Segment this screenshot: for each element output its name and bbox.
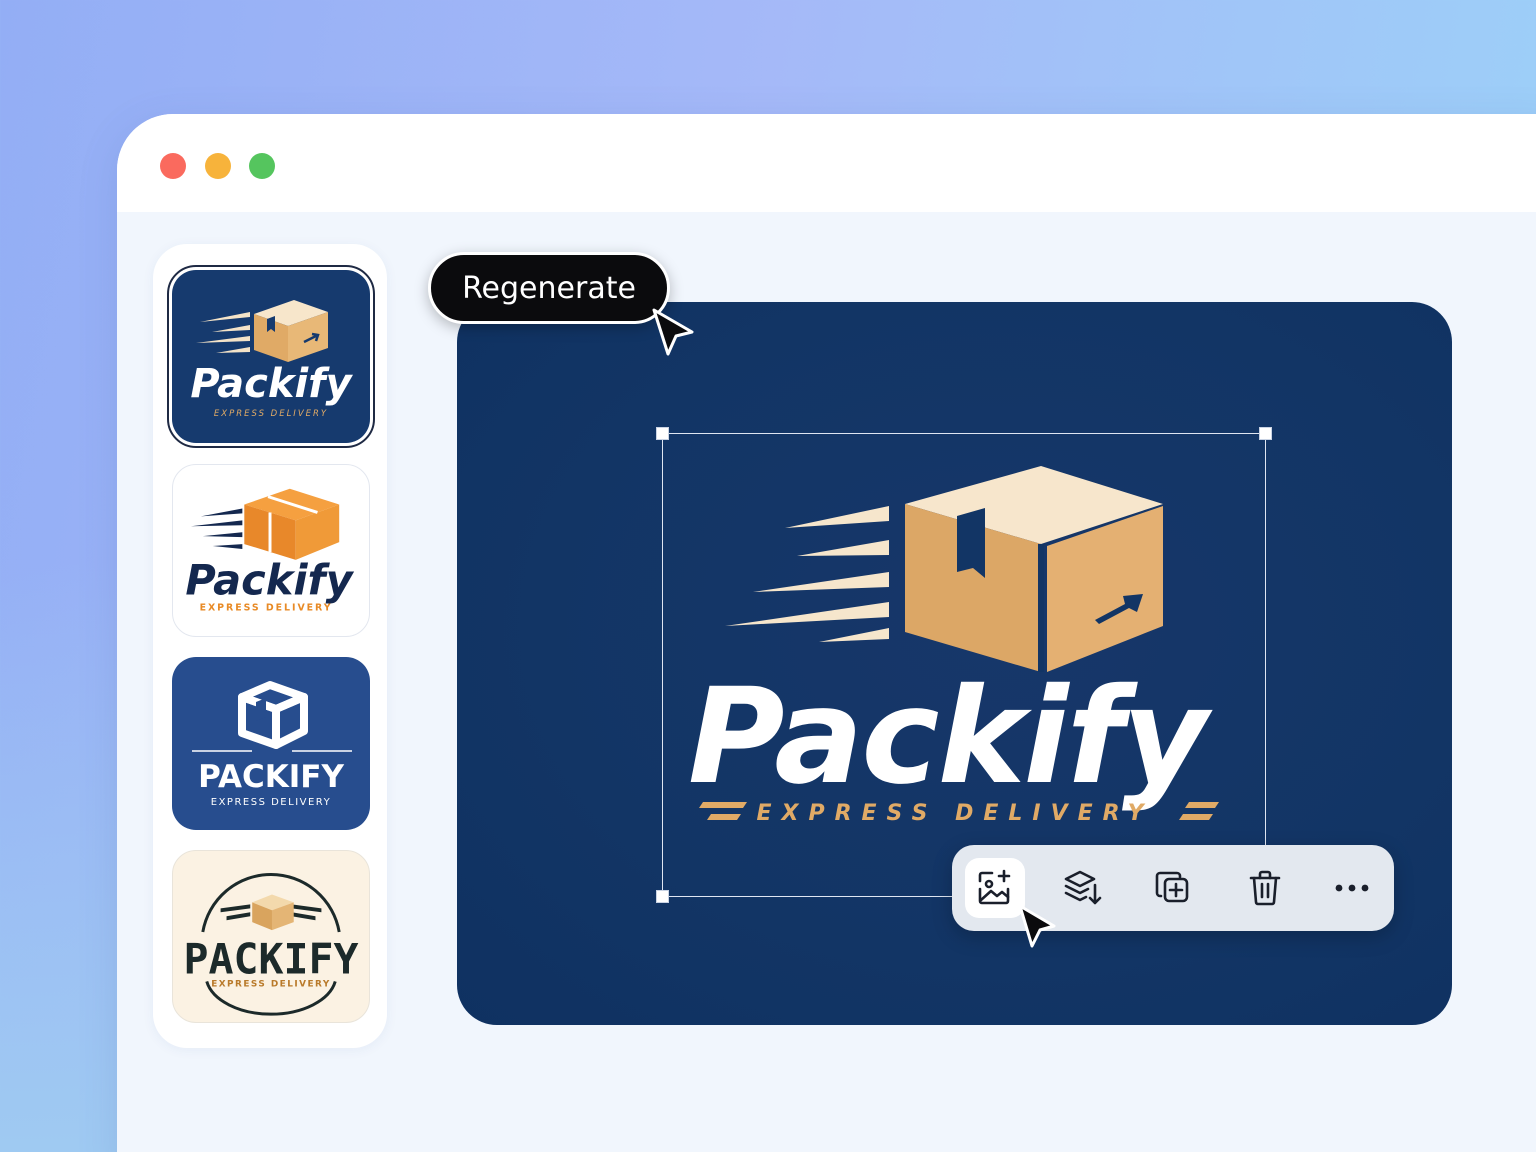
window-close-dot[interactable] (160, 153, 186, 179)
regenerate-button[interactable]: Regenerate (428, 252, 670, 324)
tagline-dashes (699, 802, 1219, 820)
more-icon (1335, 884, 1369, 892)
box-icon (254, 300, 328, 362)
more-options-button[interactable] (1322, 858, 1382, 918)
box-icon (244, 488, 340, 560)
thumb-tagline: EXPRESS DELIVERY (211, 979, 331, 989)
thumb-brand-name: Packify (190, 361, 353, 407)
logo-tagline: EXPRESS DELIVERY (756, 801, 1153, 826)
thumb-brand-name: PACKIFY (198, 759, 344, 795)
emblem-ring (205, 981, 337, 1016)
speed-lines-icon (190, 508, 243, 550)
logo-variation-4[interactable]: PACKIFY EXPRESS DELIVERY (172, 850, 370, 1023)
box-outline-icon (238, 681, 308, 749)
trash-icon (1249, 870, 1281, 906)
logo-variation-3[interactable]: PACKIFY EXPRESS DELIVERY (172, 657, 370, 830)
box-icon (252, 894, 294, 931)
logo-brand-name: Packify (688, 660, 1213, 814)
emblem-ring (201, 873, 341, 933)
delete-button[interactable] (1235, 858, 1295, 918)
logo-variation-1[interactable]: Packify EXPRESS DELIVERY (167, 265, 375, 448)
duplicate-icon (1155, 871, 1189, 903)
floating-toolbar (952, 845, 1394, 931)
wings-icon (220, 904, 322, 921)
speed-lines-icon (725, 506, 889, 642)
speed-lines-icon (196, 312, 250, 353)
window-minimize-dot[interactable] (205, 153, 231, 179)
window-maximize-dot[interactable] (249, 153, 275, 179)
image-add-icon (978, 869, 1011, 905)
image-add-button[interactable] (965, 858, 1025, 918)
thumb-tagline: EXPRESS DELIVERY (214, 409, 328, 419)
duplicate-button[interactable] (1143, 858, 1203, 918)
layers-icon (1064, 870, 1102, 905)
title-bar (117, 114, 1536, 212)
variations-sidebar: Packify EXPRESS DELIVERY Packify EXPRESS… (153, 244, 387, 1048)
thumb-tagline: EXPRESS DELIVERY (211, 797, 331, 808)
thumb-brand-name: PACKIFY (184, 935, 359, 984)
thumb-tagline: EXPRESS DELIVERY (200, 602, 333, 613)
layers-button[interactable] (1053, 858, 1113, 918)
thumb-brand-name: Packify (185, 555, 354, 604)
box-icon (905, 466, 1163, 672)
logo-variation-2[interactable]: Packify EXPRESS DELIVERY (172, 464, 370, 637)
main-logo[interactable]: Packify EXPRESS DELIVERY (457, 302, 1452, 1025)
